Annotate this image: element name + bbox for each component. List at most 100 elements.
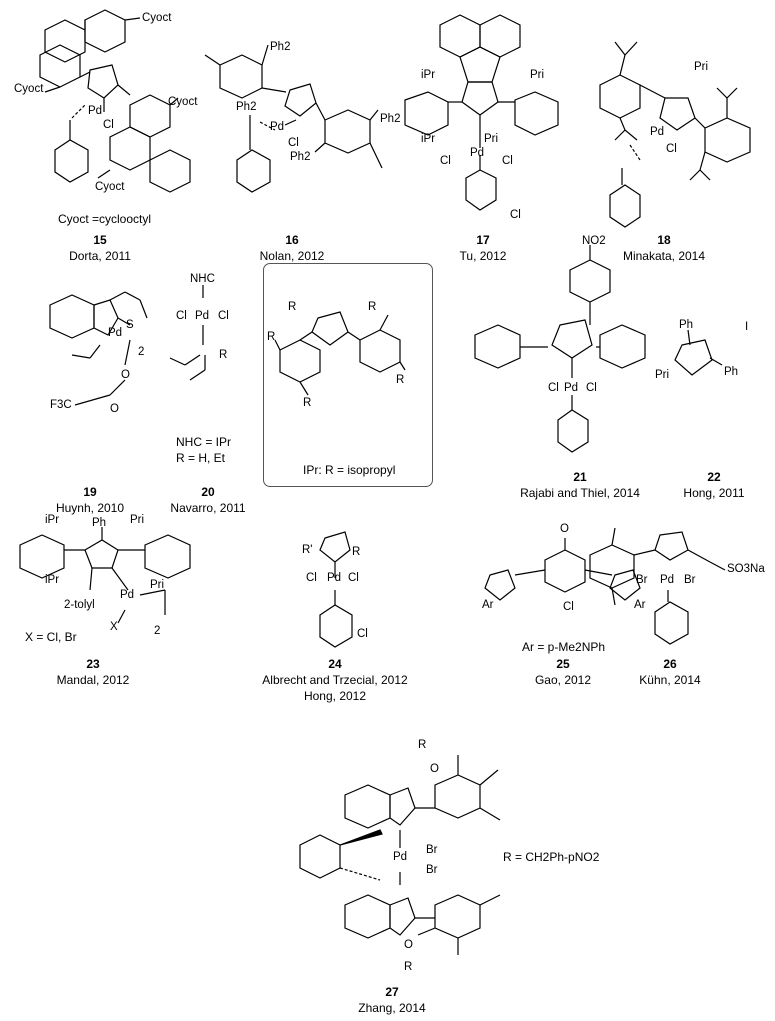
atom-label: Cl bbox=[666, 143, 677, 155]
atom-label: S bbox=[126, 319, 134, 331]
compound-number: 21 bbox=[573, 470, 587, 484]
structure-27 bbox=[299, 755, 501, 955]
compound-caption: Nolan, 2012 bbox=[259, 249, 325, 263]
atom-label: Cl bbox=[440, 155, 451, 167]
atom-label: Pd bbox=[660, 574, 675, 586]
atom-label: R bbox=[303, 397, 312, 409]
compound-caption: Kühn, 2014 bbox=[639, 673, 701, 687]
atom-label: R bbox=[219, 349, 228, 361]
atom-label: Ph2 bbox=[270, 41, 291, 53]
atom-label: O bbox=[110, 403, 119, 415]
atom-label: Pd bbox=[650, 126, 665, 138]
compound-caption: Rajabi and Thiel, 2014 bbox=[520, 486, 640, 500]
compound-caption: Albrecht and Trzecial, 2012 bbox=[262, 673, 408, 687]
atom-label: Ph bbox=[92, 517, 107, 529]
atom-label: R bbox=[404, 961, 413, 973]
compound-caption: Hong, 2012 bbox=[303, 689, 367, 703]
compound-number: 23 bbox=[86, 657, 100, 671]
structure-22 bbox=[674, 329, 723, 376]
atom-label: O bbox=[430, 763, 439, 775]
atom-label: Br bbox=[636, 574, 648, 586]
atom-label: Pri bbox=[655, 369, 670, 381]
structure-ipr bbox=[274, 311, 406, 396]
atom-label: Pd bbox=[195, 310, 210, 322]
atom-label: F3C bbox=[50, 399, 72, 411]
atom-label: Cl bbox=[306, 572, 317, 584]
compound-note: Cyoct =cyclooctyl bbox=[58, 212, 152, 226]
atom-label: Ar bbox=[634, 599, 646, 611]
atom-label: Cl bbox=[218, 310, 229, 322]
atom-label: Cl bbox=[586, 382, 597, 394]
compound-note: R = CH2Ph-pNO2 bbox=[503, 850, 600, 864]
atom-label: Cl bbox=[510, 209, 521, 221]
atom-label: O bbox=[560, 523, 569, 535]
atom-label: R bbox=[368, 301, 377, 313]
atom-label: Cl bbox=[103, 119, 114, 131]
atom-label: Cl bbox=[288, 137, 299, 149]
atom-label: Cl bbox=[348, 572, 359, 584]
compound-caption: Gao, 2012 bbox=[534, 673, 592, 687]
atom-label: Pri bbox=[484, 133, 499, 145]
compound-caption: Hong, 2011 bbox=[683, 486, 745, 500]
compound-note: R = H, Et bbox=[176, 451, 226, 465]
compound-number: 16 bbox=[285, 233, 299, 247]
ipr-box-label: IPr: R = isopropyl bbox=[303, 463, 396, 477]
atom-label: Pd bbox=[120, 589, 135, 601]
atom-label: iPr bbox=[45, 574, 60, 586]
compound-caption: Navarro, 2011 bbox=[170, 501, 246, 515]
atom-label: Ph2 bbox=[236, 101, 257, 113]
atom-label: Ar bbox=[482, 599, 494, 611]
structure-26 bbox=[589, 527, 726, 645]
atom-label: Cyoct bbox=[14, 83, 44, 95]
atom-label: X bbox=[110, 621, 118, 633]
compound-number: 20 bbox=[201, 485, 215, 499]
atom-label: Br bbox=[684, 574, 696, 586]
compound-caption: Mandal, 2012 bbox=[56, 673, 130, 687]
atom-label: Pri bbox=[130, 514, 145, 526]
atom-label: R bbox=[352, 546, 361, 558]
atom-label: 2 bbox=[154, 625, 161, 637]
compound-number: 18 bbox=[657, 233, 671, 247]
atom-label: Ph2 bbox=[290, 151, 311, 163]
compound-number: 22 bbox=[707, 470, 721, 484]
atom-label: Ph bbox=[724, 366, 739, 378]
atom-label: iPr bbox=[421, 69, 436, 81]
atom-label: Pd bbox=[393, 851, 408, 863]
atom-label: Pd bbox=[327, 572, 342, 584]
compound-number: 25 bbox=[556, 657, 570, 671]
atom-label: Cl bbox=[548, 382, 559, 394]
compound-number: 15 bbox=[93, 233, 107, 247]
compound-caption: Minakata, 2014 bbox=[622, 249, 706, 263]
atom-label: Pd bbox=[470, 147, 485, 159]
atom-label: iPr bbox=[421, 133, 436, 145]
atom-label: R bbox=[396, 374, 405, 386]
compound-note: Ar = p-Me2NPh bbox=[522, 640, 606, 654]
atom-label: Cyoct bbox=[168, 96, 198, 108]
atom-label: Pd bbox=[270, 121, 285, 133]
atom-label: Br bbox=[426, 844, 438, 856]
compound-caption: Tu, 2012 bbox=[459, 249, 507, 263]
atom-label: Cyoct bbox=[95, 181, 125, 193]
structure-19 bbox=[49, 291, 148, 406]
compound-caption: Huynh, 2010 bbox=[55, 501, 125, 515]
atom-label: Cl bbox=[502, 155, 513, 167]
ipr-box bbox=[263, 263, 433, 487]
atom-label: Ph2 bbox=[380, 113, 401, 125]
compound-note: NHC = IPr bbox=[176, 435, 232, 449]
atom-label: Cl bbox=[357, 628, 368, 640]
structure-15 bbox=[39, 9, 191, 193]
atom-label: Pri bbox=[150, 579, 165, 591]
atom-label: R' bbox=[302, 544, 313, 556]
atom-label: Cyoct bbox=[142, 12, 172, 24]
compound-number: 19 bbox=[83, 485, 97, 499]
atom-label: Pd bbox=[564, 382, 579, 394]
structure-21 bbox=[474, 245, 646, 453]
compound-number: 26 bbox=[663, 657, 677, 671]
atom-label: R bbox=[288, 301, 297, 313]
compound-number: 27 bbox=[385, 985, 399, 999]
structure-23 bbox=[19, 527, 191, 624]
structure-20 bbox=[169, 285, 206, 381]
atom-label: Pri bbox=[530, 69, 545, 81]
structure-16 bbox=[204, 44, 383, 193]
atom-label: Pd bbox=[108, 327, 123, 339]
